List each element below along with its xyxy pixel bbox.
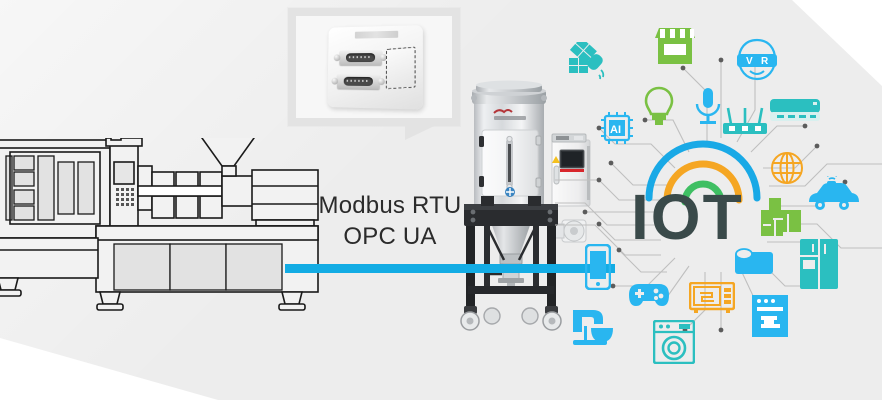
callout-tail <box>405 118 451 140</box>
microphone-icon <box>693 86 723 126</box>
browser-window-icon <box>751 294 789 338</box>
protocol-label-line2: OPC UA <box>343 223 437 250</box>
dryer-control-cabinet <box>551 133 591 207</box>
connection-line <box>285 264 615 273</box>
iot-hub: IOT <box>555 0 882 400</box>
db9-port-lower <box>337 73 380 90</box>
air-conditioner-icon <box>769 98 821 124</box>
globe-icon <box>769 150 805 186</box>
protocol-label-line1: Modbus RTU <box>318 192 462 219</box>
callout-photo <box>296 16 452 118</box>
tablet-icon <box>733 246 775 276</box>
refrigerator-icon <box>799 238 839 290</box>
blank-slot <box>385 46 416 90</box>
gamepad-icon <box>627 280 671 310</box>
serial-port-callout <box>288 8 460 126</box>
protocol-label: Modbus RTU OPC UA <box>300 190 480 252</box>
dryer-brand-logo <box>493 109 526 120</box>
factory-icon <box>759 198 805 238</box>
washing-machine-icon <box>653 320 695 364</box>
iot-wordmark: IOT <box>631 181 744 253</box>
router-icon <box>721 106 769 136</box>
controller-faceplate <box>327 25 424 110</box>
store-icon <box>653 26 697 66</box>
satellite-icon <box>569 42 615 84</box>
db9-screw-4 <box>377 78 385 86</box>
smartphone-icon <box>585 244 611 290</box>
injection-molding-machine <box>0 138 322 338</box>
db9-port-upper <box>339 49 383 66</box>
svg-text:R: R <box>761 56 769 67</box>
mixer-icon <box>571 306 617 348</box>
svg-text:V: V <box>746 56 753 67</box>
faceplate-brand-logo <box>354 30 399 39</box>
lightbulb-icon <box>643 86 675 126</box>
svg-text:AI: AI <box>610 124 621 136</box>
ai-chip-icon: AI <box>599 110 635 146</box>
microwave-icon <box>689 282 735 314</box>
vr-headset-icon: V R <box>735 38 779 82</box>
wifi-arc-icon <box>645 140 761 206</box>
smart-car-icon <box>805 176 859 214</box>
